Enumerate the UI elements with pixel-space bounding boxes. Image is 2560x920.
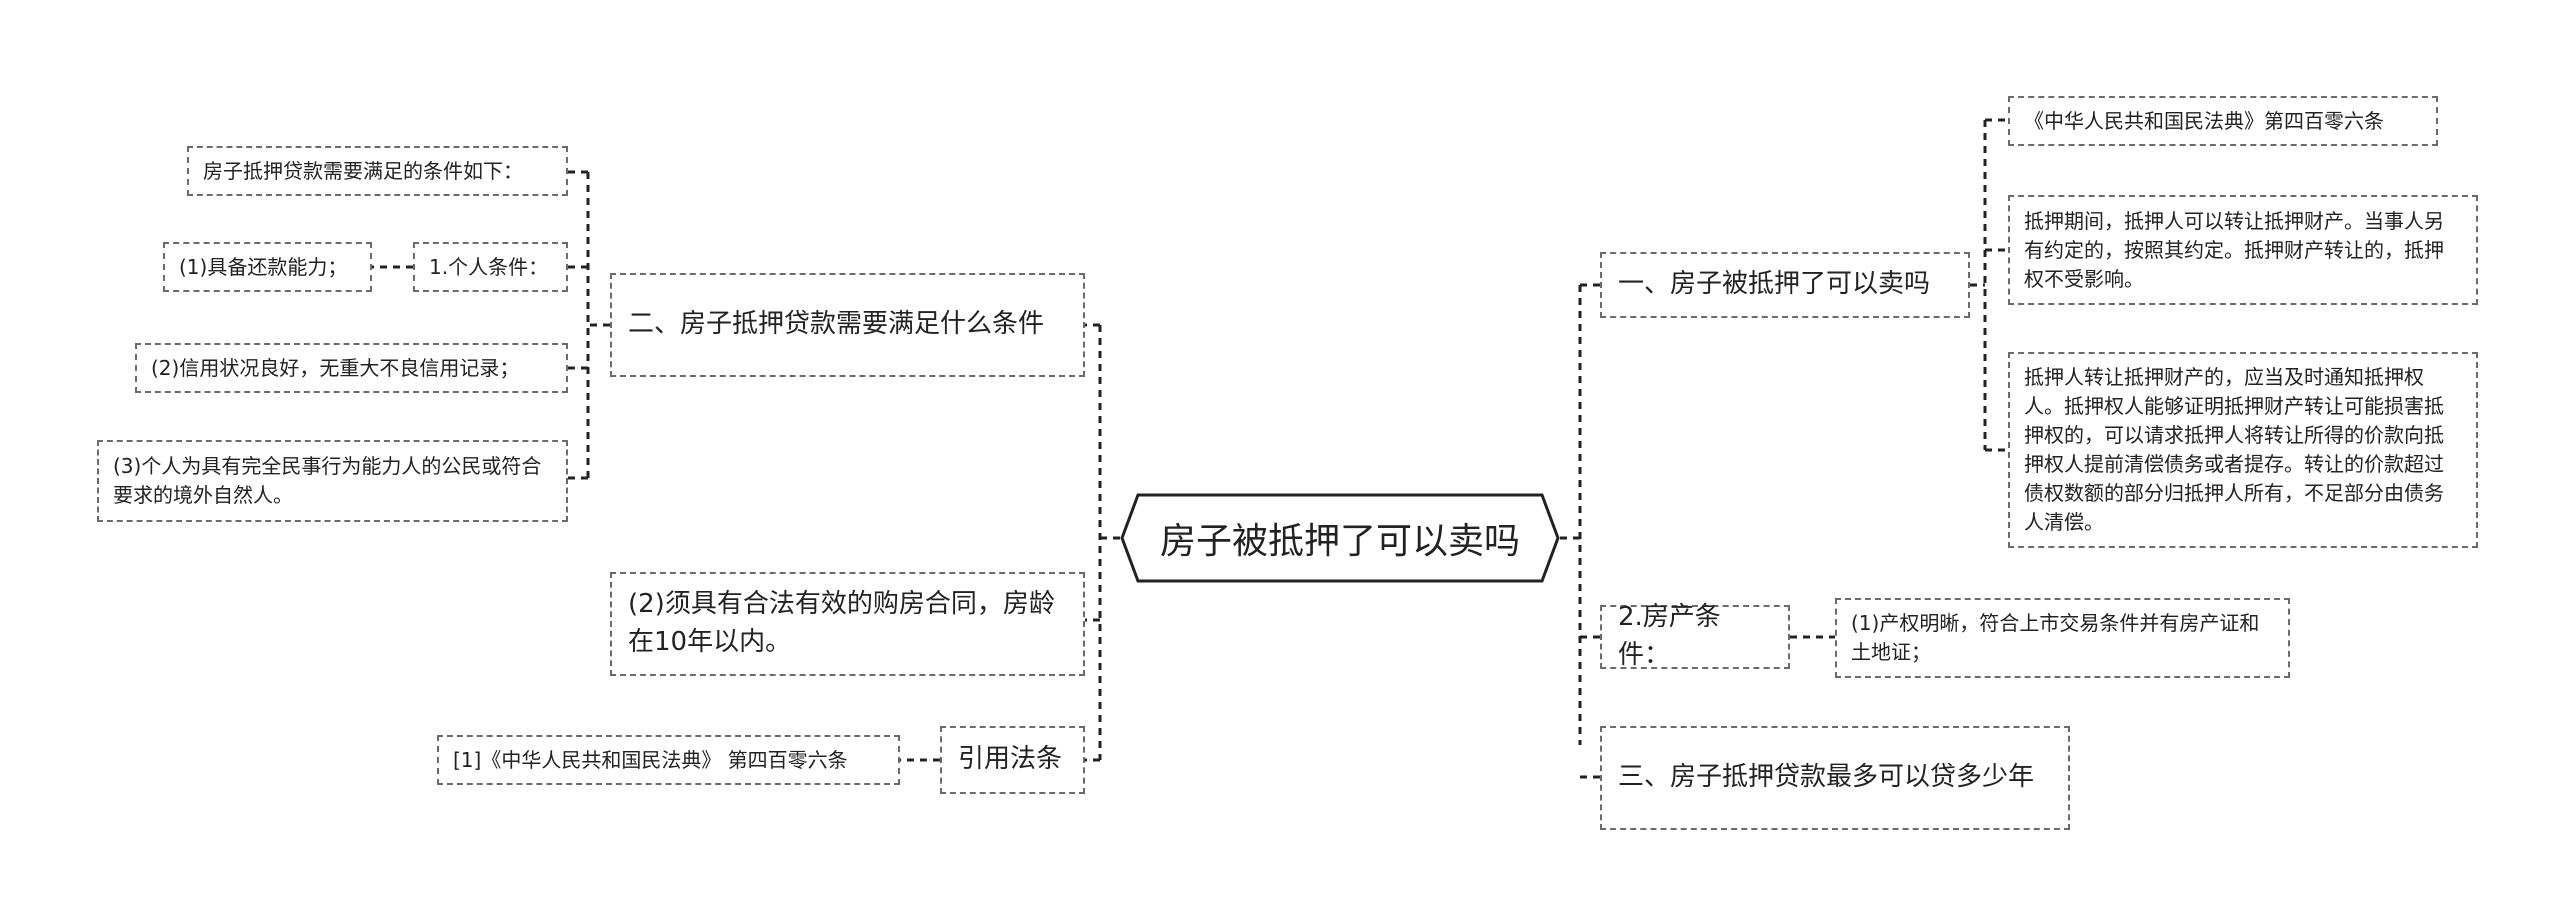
node-personal[interactable]: 1.个人条件：: [413, 242, 568, 292]
node-q1-rule2-label: 抵押人转让抵押财产的，应当及时通知抵押权人。抵押权人能够证明抵押财产转让可能损害…: [2024, 365, 2444, 534]
node-q1-label: 一、房子被抵押了可以卖吗: [1618, 269, 1931, 300]
node-property-detail[interactable]: (1)产权明晰，符合上市交易条件并有房产证和土地证；: [1835, 598, 2290, 678]
node-citation-ref[interactable]: [1]《中华人民共和国民法典》 第四百零六条: [437, 735, 900, 785]
node-q1-rule1-label: 抵押期间，抵押人可以转让抵押财产。当事人另有约定的，按照其约定。抵押财产转让的，…: [2024, 208, 2444, 291]
node-property-label: 2.房产条件：: [1618, 602, 1721, 670]
node-personal-label: 1.个人条件：: [429, 254, 549, 279]
node-q3[interactable]: 三、房子抵押贷款最多可以贷多少年: [1600, 726, 2070, 830]
node-q1-rule1[interactable]: 抵押期间，抵押人可以转让抵押财产。当事人另有约定的，按照其约定。抵押财产转让的，…: [2008, 195, 2478, 305]
node-capacity[interactable]: (3)个人为具有完全民事行为能力人的公民或符合要求的境外自然人。: [97, 440, 568, 522]
node-q3-label: 三、房子抵押贷款最多可以贷多少年: [1618, 762, 2035, 793]
node-property-detail-label: (1)产权明晰，符合上市交易条件并有房产证和土地证；: [1851, 611, 2260, 664]
node-q2[interactable]: 二、房子抵押贷款需要满足什么条件: [610, 273, 1085, 377]
node-property[interactable]: 2.房产条件：: [1600, 602, 1790, 670]
node-q1-rule2[interactable]: 抵押人转让抵押财产的，应当及时通知抵押权人。抵押权人能够证明抵押财产转让可能损害…: [2008, 352, 2478, 548]
node-q2-intro-label: 房子抵押贷款需要满足的条件如下：: [203, 158, 523, 183]
node-credit-label: (2)信用状况良好，无重大不良信用记录；: [151, 355, 520, 380]
node-capacity-label: (3)个人为具有完全民事行为能力人的公民或符合要求的境外自然人。: [113, 454, 542, 507]
node-q2-intro[interactable]: 房子抵押贷款需要满足的条件如下：: [187, 146, 568, 196]
node-citation-label: 引用法条: [958, 744, 1063, 775]
node-q1-law-label: 《中华人民共和国民法典》第四百零六条: [2024, 108, 2384, 133]
node-q2-label: 二、房子抵押贷款需要满足什么条件: [628, 309, 1045, 340]
node-q1-law[interactable]: 《中华人民共和国民法典》第四百零六条: [2008, 96, 2438, 146]
node-q1[interactable]: 一、房子被抵押了可以卖吗: [1600, 252, 1970, 318]
node-citation[interactable]: 引用法条: [940, 726, 1085, 794]
root-node-label: 房子被抵押了可以卖吗: [1159, 521, 1520, 562]
root-node[interactable]: 房子被抵押了可以卖吗: [1120, 493, 1560, 583]
node-personal-ability-label: (1)具备还款能力；: [179, 254, 348, 279]
node-citation-ref-label: [1]《中华人民共和国民法典》 第四百零六条: [453, 747, 848, 772]
node-contract-label: (2)须具有合法有效的购房合同，房龄在10年以内。: [628, 589, 1055, 657]
node-personal-ability[interactable]: (1)具备还款能力；: [163, 242, 372, 292]
root-node-shape: [1120, 493, 1560, 583]
node-credit[interactable]: (2)信用状况良好，无重大不良信用记录；: [135, 343, 568, 393]
node-contract[interactable]: (2)须具有合法有效的购房合同，房龄在10年以内。: [610, 572, 1085, 676]
